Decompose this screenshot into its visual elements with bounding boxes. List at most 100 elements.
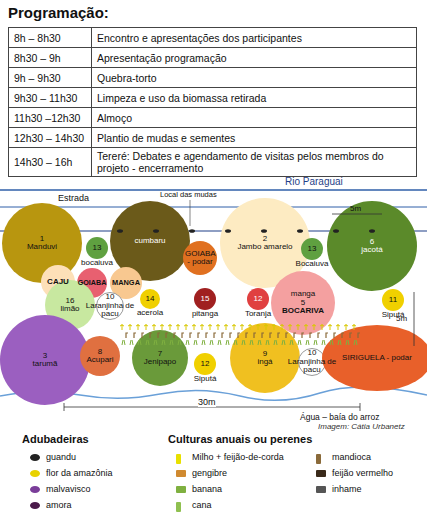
milho-mark	[264, 324, 268, 330]
mandioca-mark	[326, 333, 328, 338]
tree-name: Siputá	[382, 311, 405, 319]
callout-number: 10	[84, 293, 136, 301]
legend-heading: Adubadeiras	[22, 433, 89, 445]
mandioca-mark	[142, 333, 144, 338]
tree-name: Siputá	[194, 375, 217, 383]
milho-mark	[248, 324, 252, 330]
mandioca-mark	[158, 333, 160, 338]
callout-number: 16	[66, 297, 75, 305]
milho-mark	[320, 324, 324, 330]
callout-number: 2	[263, 235, 267, 243]
mandioca-mark	[190, 333, 192, 338]
milho-mark	[272, 324, 276, 330]
legend-label: malvavisco	[46, 484, 91, 494]
table-cell: 11h30 –12h30	[9, 108, 92, 128]
milho-mark	[216, 324, 220, 330]
milho-mark	[136, 324, 140, 330]
tree-name: cumbaru	[134, 237, 165, 245]
dimension-line	[64, 407, 360, 408]
tree-crown: 13bocaiuva	[86, 237, 108, 259]
legend-swatch	[30, 502, 40, 509]
mandioca-mark	[262, 333, 264, 338]
cana-mark	[146, 340, 149, 345]
annotation-label: Água – baía do arroz	[300, 412, 379, 422]
tree-crown: 3tarumã	[0, 315, 90, 405]
legend-swatch	[316, 470, 326, 477]
cana-mark	[202, 340, 205, 345]
cana-mark	[330, 340, 333, 345]
legend-swatch	[176, 470, 186, 477]
tree-name: Jenipapo	[144, 358, 176, 366]
legend-label: banana	[192, 484, 222, 494]
tree-crown: SIRIGUELA - podar	[322, 325, 427, 391]
milho-mark	[208, 324, 212, 330]
milho-mark	[328, 324, 332, 330]
tree-crown: 8Acupari	[80, 336, 120, 376]
cana-mark	[306, 340, 309, 345]
legend-label: mandioca	[332, 452, 371, 462]
tree-name: Laranjinha de pacu	[286, 358, 338, 375]
milho-mark	[184, 324, 188, 330]
tree-name: limão	[60, 305, 79, 313]
schedule-table: 8h – 8h30Encontro e apresentações dos pa…	[8, 27, 417, 177]
legend-label: gengibre	[192, 468, 227, 478]
legend-swatch	[30, 470, 40, 477]
milho-mark	[304, 324, 308, 330]
table-cell: 12h30 – 14h30	[9, 128, 92, 148]
callout-number: 3	[43, 352, 47, 360]
legend-label: inhame	[332, 484, 362, 494]
mandioca-mark	[214, 333, 216, 338]
schedule-row: 12h30 – 14h30Plantio de mudas e sementes	[9, 128, 417, 148]
table-cell: 9h – 9h30	[9, 68, 92, 88]
cana-mark	[130, 340, 133, 345]
cana-mark	[346, 340, 349, 345]
mandioca-mark	[342, 333, 344, 338]
schedule-row: 8h30 – 9hApresentação programação	[9, 48, 417, 68]
schedule-row: 11h30 –12h30Almoço	[9, 108, 417, 128]
milho-mark	[336, 324, 340, 330]
callout-number: 14	[146, 289, 155, 309]
tree-name: pitanga	[192, 310, 218, 318]
cana-mark	[178, 340, 181, 345]
table-cell: Encontro e apresentações dos participant…	[92, 28, 417, 48]
cana-mark	[226, 340, 229, 345]
table-cell: 9h30 – 11h30	[9, 88, 92, 108]
tree-name: Toranja	[245, 310, 271, 318]
tree-crown: 10Laranjinha de pacu	[96, 292, 124, 320]
cana-mark	[186, 340, 189, 345]
guandu-mark	[225, 229, 231, 233]
mandioca-mark	[358, 333, 360, 338]
cana-mark	[314, 340, 317, 345]
milho-mark	[200, 324, 204, 330]
cana-mark	[250, 340, 253, 345]
milho-mark	[344, 324, 348, 330]
mandioca-mark	[334, 333, 336, 338]
tree-name: ingá	[257, 358, 272, 366]
milho-mark	[128, 324, 132, 330]
legend-label: amora	[46, 500, 72, 510]
tree-name: manga	[291, 290, 315, 298]
milho-mark	[296, 324, 300, 330]
legend-label: guandu	[46, 452, 76, 462]
mandioca-mark	[182, 333, 184, 338]
tree-name: Jambo amarelo	[237, 243, 292, 251]
mandioca-mark	[238, 333, 240, 338]
callout-number: 5	[301, 299, 305, 307]
milho-mark	[232, 324, 236, 330]
legend-swatch	[176, 454, 181, 464]
tree-crown: manga5BOCARIVA	[271, 271, 335, 335]
milho-mark	[352, 324, 356, 330]
callout-number: 13	[93, 237, 102, 259]
dimension-line	[332, 214, 382, 215]
milho-mark	[280, 324, 284, 330]
cana-mark	[354, 340, 357, 345]
table-cell: 8h30 – 9h	[9, 48, 92, 68]
tree-crown: 14acerola	[140, 289, 160, 309]
tree-name: tarumã	[33, 360, 58, 368]
cana-mark	[162, 340, 165, 345]
mandioca-mark	[254, 333, 256, 338]
tree-name: GOIABA - podar	[185, 250, 215, 267]
table-cell: Plantio de mudas e sementes	[92, 128, 417, 148]
milho-mark	[152, 324, 156, 330]
